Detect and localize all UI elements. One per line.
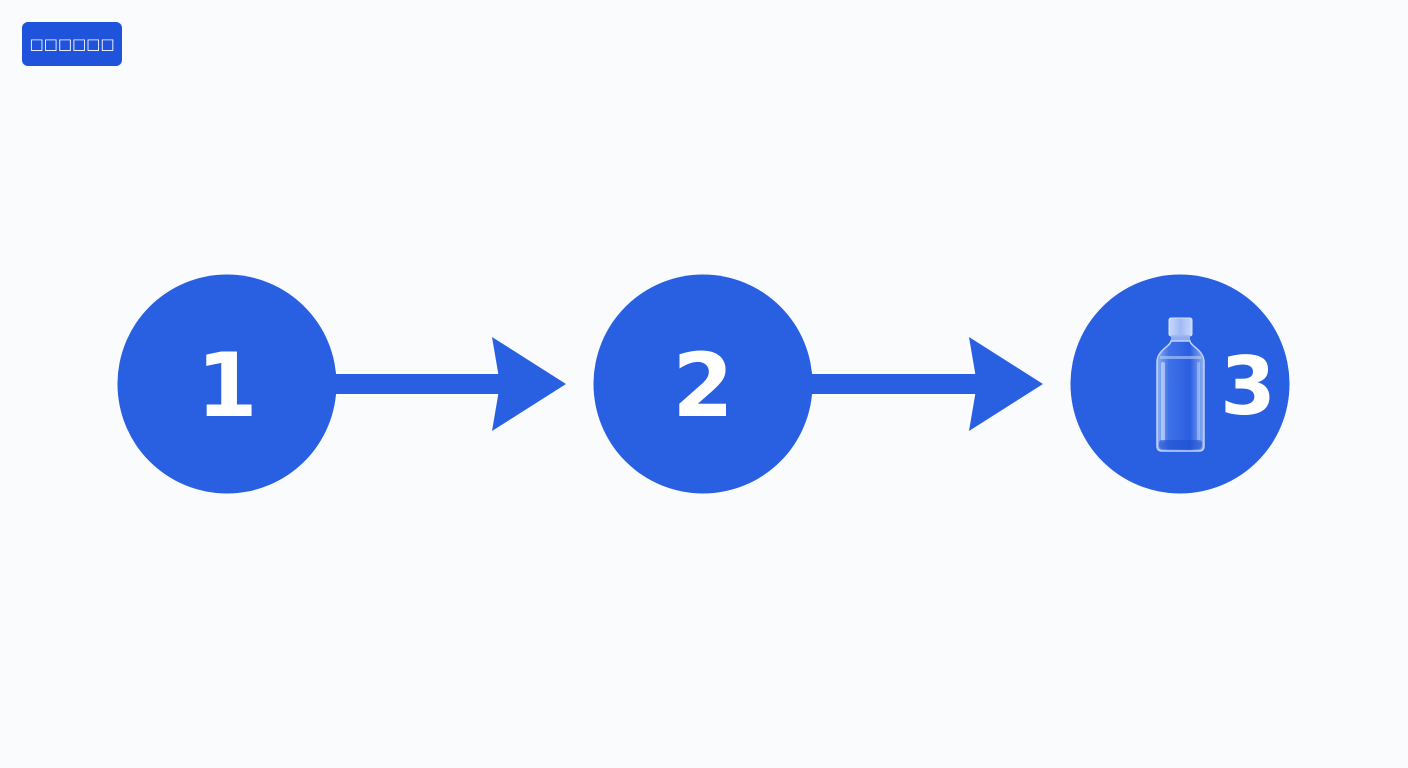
arrow-shaft xyxy=(806,374,978,394)
step-number: 1 xyxy=(196,334,257,437)
arrow-head xyxy=(492,337,566,431)
step-1: 1 xyxy=(117,274,337,494)
step-number: 2 xyxy=(672,334,733,437)
arrow-head xyxy=(969,337,1043,431)
step-3: 3 xyxy=(1070,274,1290,494)
top-left-button[interactable]: □□□□□□ xyxy=(22,22,122,66)
bottle-icon xyxy=(1156,317,1205,452)
step-circle xyxy=(593,274,813,494)
step-number: 3 xyxy=(1220,340,1276,433)
arrow-shaft xyxy=(330,374,502,394)
arrow-2-to-3 xyxy=(806,337,1043,431)
step-circle xyxy=(117,274,337,494)
arrow-1-to-2 xyxy=(330,337,566,431)
step-2: 2 xyxy=(593,274,813,494)
